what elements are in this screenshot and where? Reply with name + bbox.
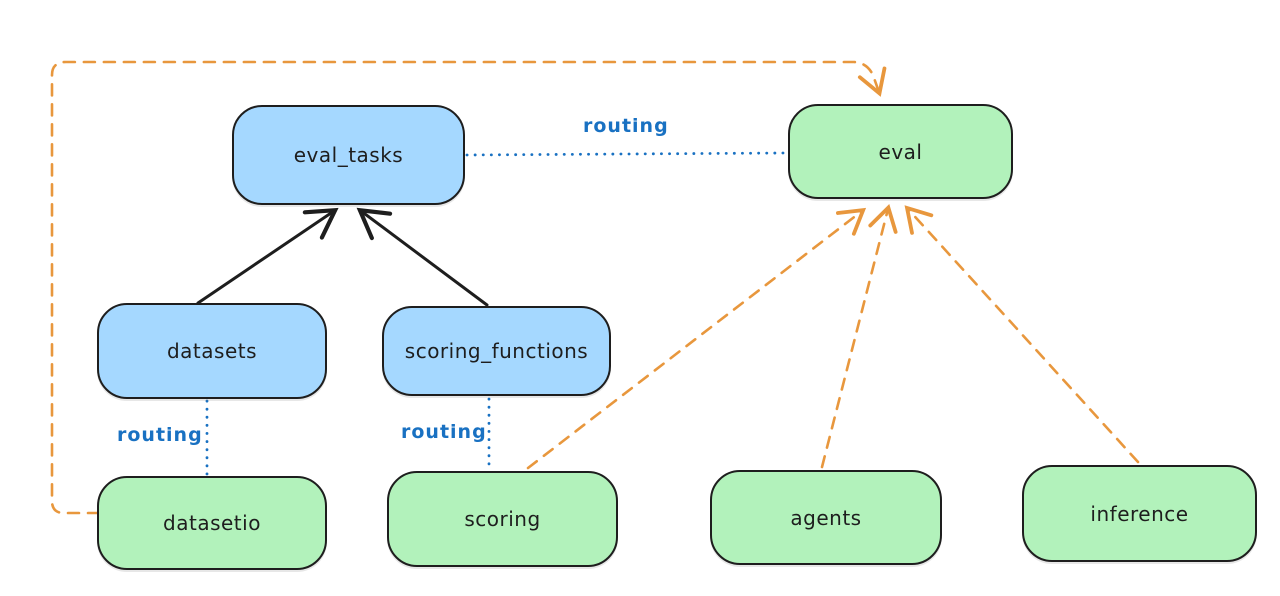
edge-inference-to-eval: [904, 205, 1140, 464]
node-datasets: datasets: [97, 303, 327, 399]
node-inference-label: inference: [1090, 501, 1189, 526]
node-eval-tasks-label: eval_tasks: [293, 143, 404, 167]
node-agents: agents: [710, 470, 942, 565]
edge-agents-to-eval: [820, 204, 898, 469]
node-datasetio: datasetio: [97, 476, 327, 570]
node-eval-tasks: eval_tasks: [232, 105, 465, 205]
node-eval: eval: [788, 104, 1013, 199]
node-scoring: scoring: [387, 471, 618, 567]
node-agents-label: agents: [790, 505, 862, 530]
edge-label-routing-left: routing: [117, 424, 203, 446]
node-datasets-label: datasets: [166, 339, 258, 363]
edge-datasetio-to-eval: [50, 60, 887, 515]
edge-label-routing-top: routing: [583, 115, 669, 137]
node-inference: inference: [1022, 465, 1257, 562]
node-scoring-functions: scoring_functions: [382, 306, 611, 396]
edge-datasets-to-eval-tasks: [196, 207, 339, 305]
node-scoring-functions-label: scoring_functions: [404, 339, 589, 363]
node-eval-label: eval: [878, 139, 923, 164]
edge-eval-tasks-to-eval-routing: [465, 151, 788, 157]
node-datasetio-label: datasetio: [163, 511, 261, 535]
edge-scoring-to-eval: [526, 207, 867, 470]
node-scoring-label: scoring: [464, 507, 541, 531]
edge-scoring-functions-to-eval-tasks: [356, 207, 489, 307]
edge-label-routing-middle: routing: [401, 421, 487, 443]
